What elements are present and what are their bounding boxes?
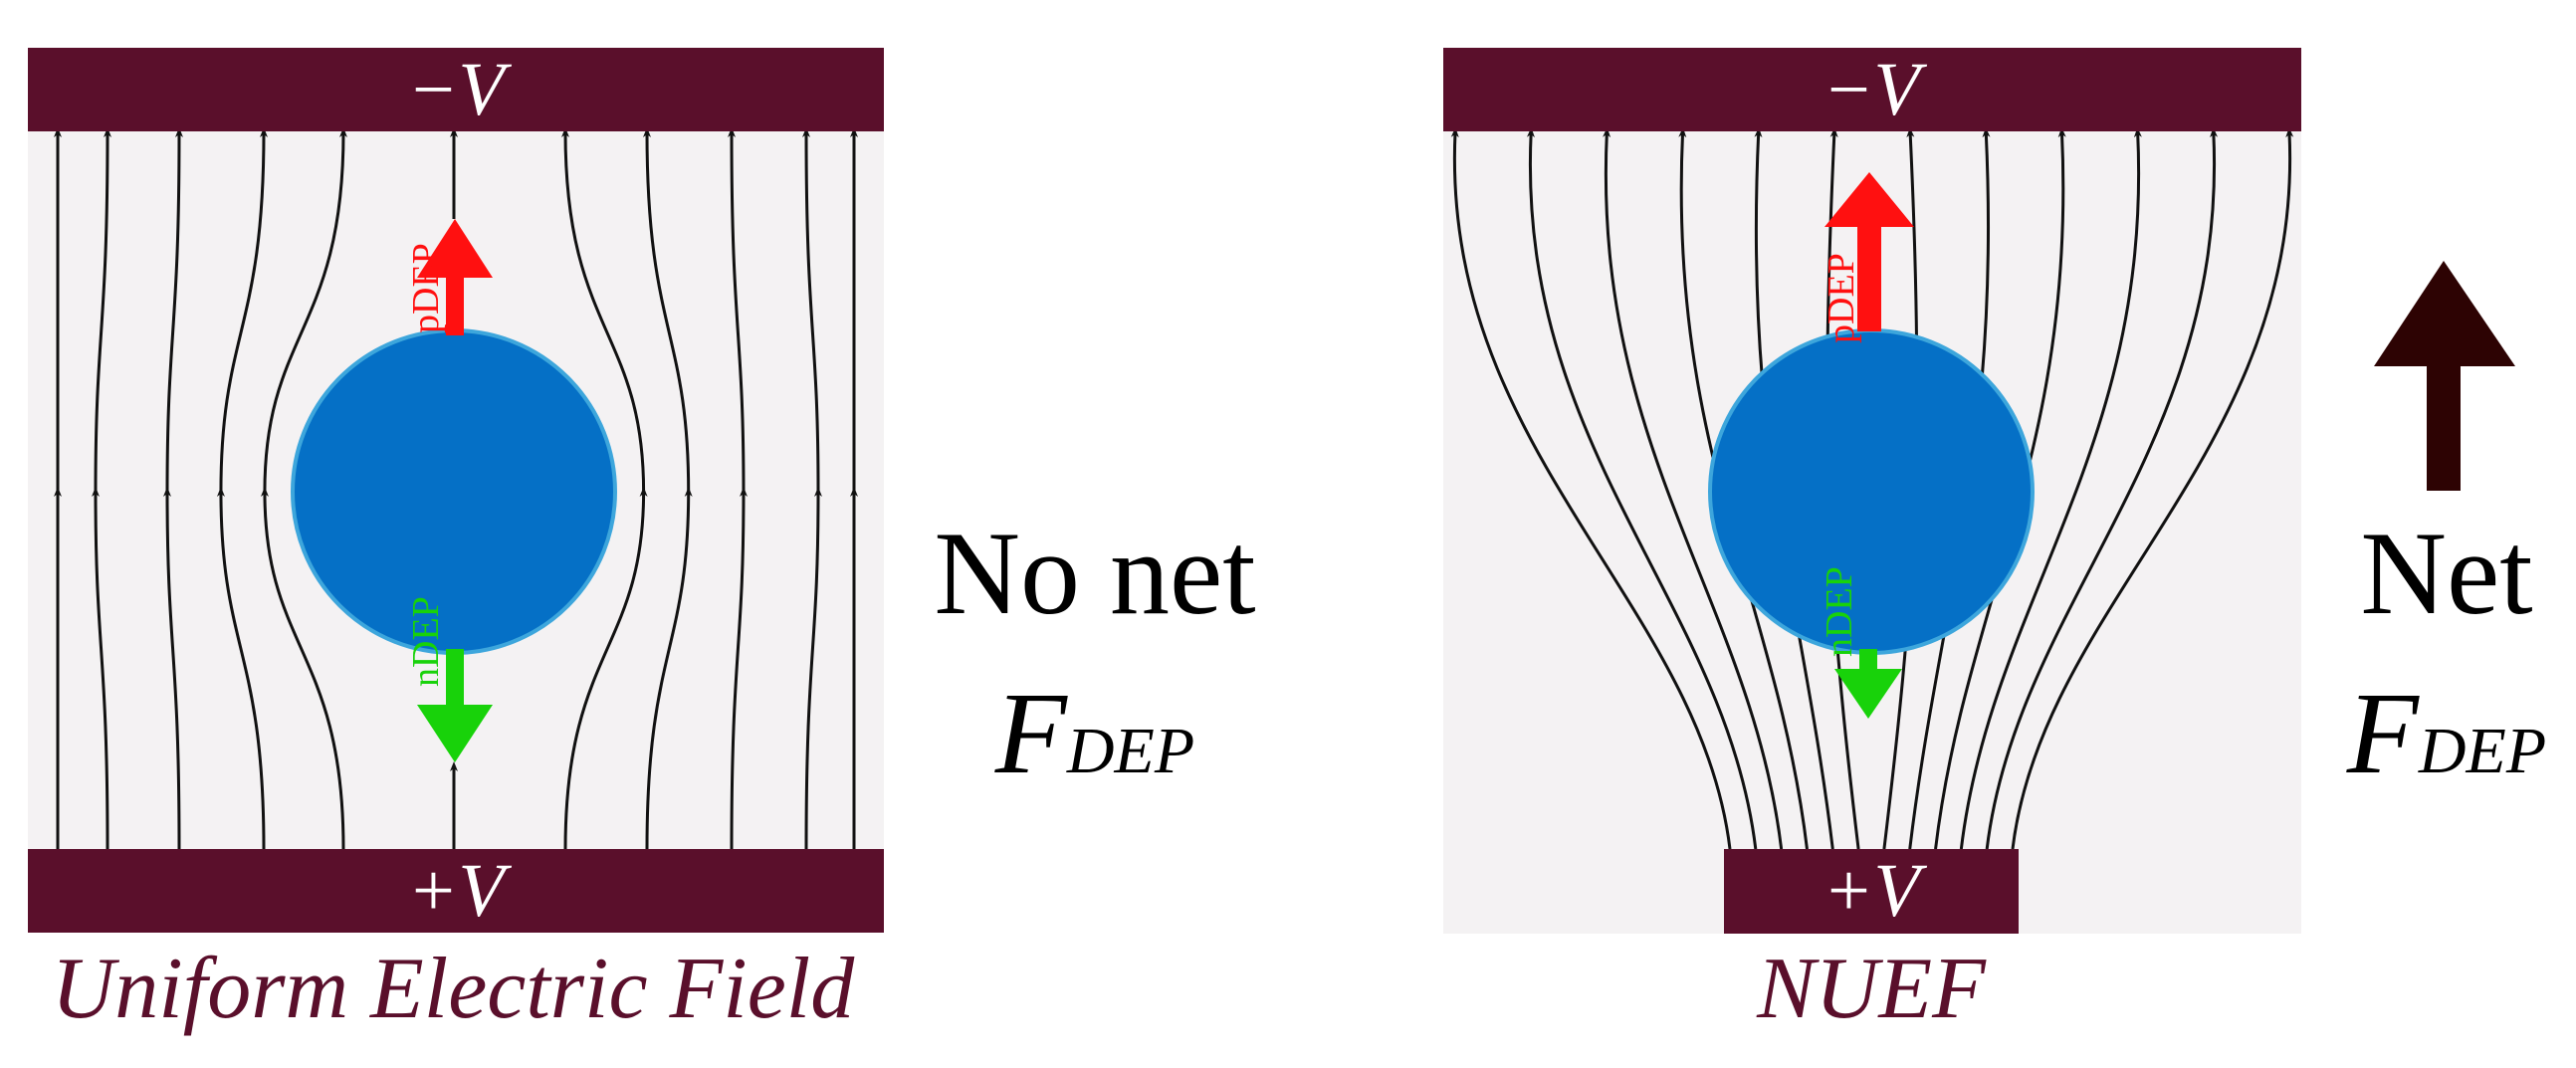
- net-dep-subscript: DEP: [2418, 715, 2546, 787]
- uniform-field-line: [260, 127, 347, 850]
- nuef-particle: [1708, 328, 2035, 655]
- uniform-field-line: [216, 127, 268, 850]
- nuef-caption: NUEF: [1756, 941, 1987, 1037]
- net-fdep: FDEP: [2346, 668, 2546, 798]
- nuef-pdep-label: pDEP: [1821, 253, 1862, 343]
- no-net-force-label: No net FDEP: [934, 507, 1255, 798]
- uniform-ndep-label: nDEP: [405, 596, 447, 687]
- uniform-pdep-label: pDEP: [405, 243, 447, 333]
- uniform-particle: [291, 328, 617, 655]
- uniform-ndep-arrow: [417, 649, 493, 762]
- no-net-fdep: FDEP: [994, 668, 1194, 798]
- nuef-ndep-arrow: [1834, 649, 1902, 719]
- uniform-field-lines: [54, 127, 858, 850]
- uniform-field-line: [92, 127, 111, 850]
- net-force-label: Net FDEP: [2346, 261, 2546, 798]
- nuef-field-line: [1450, 127, 1732, 850]
- uniform-pdep-arrow: [417, 219, 493, 335]
- uniform-bottom-electrode: [28, 849, 884, 933]
- nuef-field-line: [1526, 127, 1758, 850]
- nuef-pdep-arrow: [1825, 172, 1914, 331]
- uniform-field-line: [643, 127, 693, 850]
- nuef-field-line: [1603, 127, 1784, 850]
- uniform-field-line: [728, 127, 748, 850]
- uniform-top-electrode: [28, 48, 884, 131]
- nuef-field-line: [1959, 127, 2142, 850]
- nuef-field-line: [2011, 127, 2294, 850]
- nuef-top-electrode: [1443, 48, 2301, 131]
- no-net-text: No net: [934, 507, 1255, 639]
- nuef-top-electrode-label: −V: [1823, 48, 1927, 131]
- uniform-caption: Uniform Electric Field: [52, 941, 855, 1037]
- net-text: Net: [2360, 507, 2532, 639]
- nuef-bottom-electrode: [1724, 849, 2019, 934]
- uniform-field-line: [163, 127, 183, 850]
- uniform-bottom-electrode-label: +V: [407, 849, 512, 933]
- nuef-panel: −V +V pDEP nDEP NUEF: [1443, 48, 2301, 1037]
- uniform-top-electrode-label: −V: [407, 48, 512, 131]
- nuef-field-line: [1985, 127, 2219, 850]
- no-net-dep-subscript: DEP: [1066, 715, 1194, 787]
- nuef-ndep-label: nDEP: [1819, 566, 1860, 657]
- uniform-field-panel: −V +V pDEP nDEP Uniform Electric Field: [28, 48, 884, 1037]
- uniform-field-line: [802, 127, 822, 850]
- net-f-symbol: F: [2346, 668, 2421, 798]
- net-force-arrow: [2374, 261, 2515, 491]
- nuef-bottom-electrode-label: +V: [1823, 849, 1927, 933]
- no-net-f-symbol: F: [994, 668, 1069, 798]
